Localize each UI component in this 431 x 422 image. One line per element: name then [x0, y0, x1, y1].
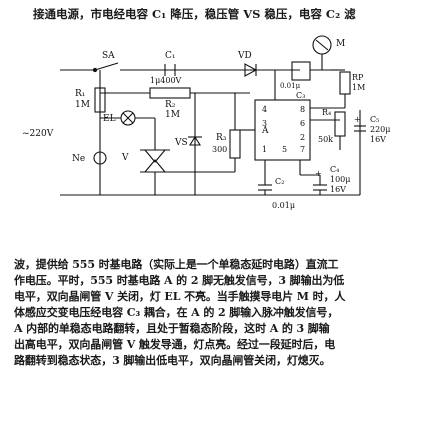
circuit-diagram: SA C₁ 1μ400V VD M R₁ 1M R₂ 1M EL VS V Ne…	[22, 35, 390, 210]
neon-lamp-ne	[93, 151, 107, 165]
label-c5-value1: 220μ	[370, 125, 390, 134]
label-c1: C₁	[165, 51, 176, 61]
label-rp-value: 1M	[352, 83, 365, 92]
label-c2-value: 0.01μ	[272, 201, 295, 210]
label-vs: VS	[174, 138, 188, 148]
body-line-2: 作电压。平时，555 时基电路 A 的 2 脚无触发信号，3 脚输出为低	[14, 274, 345, 287]
resistor-r2	[149, 87, 191, 99]
body-line-6: 出高电平，双向晶闸管 V 触发导通，灯点亮。经过一段延时后，电	[14, 338, 336, 351]
body-line-5: A 内部的单稳态电路翻转，且处于暂稳态阶段，这时 A 的 3 脚输	[14, 322, 330, 335]
label-pin6: 6	[300, 119, 305, 128]
label-c4-value2: 16V	[330, 185, 346, 194]
label-plus-c5: +	[354, 115, 361, 124]
label-r2: R₂	[165, 100, 176, 110]
label-ne: Ne	[72, 154, 85, 164]
label-c5: C₅	[370, 115, 379, 124]
label-r1-value: 1M	[75, 100, 90, 110]
capacitor-c3-top-box	[291, 61, 311, 81]
resistor-rp	[339, 71, 351, 95]
body-text: 波，提供给 555 时基电路（实际上是一个单稳态延时电路）直流工 作电压。平时，…	[0, 257, 431, 369]
switch-sa-blade	[94, 62, 119, 71]
body-line-3: 电平，双向晶闸管 V 关闭，灯 EL 不亮。当手触摸导电片 M 时，人	[14, 290, 346, 303]
label-c3-top: C₃	[296, 91, 305, 100]
label-pin1: 1	[262, 145, 267, 154]
label-vd: VD	[237, 51, 252, 61]
body-line-1: 波，提供给 555 时基电路（实际上是一个单稳态延时电路）直流工	[14, 258, 339, 271]
label-r2-value: 1M	[165, 110, 180, 120]
resistor-r4	[334, 111, 346, 137]
body-line-4: 体感应交变电压经电容 C₃ 耦合，在 A 的 2 脚输入脉冲触发信号，	[14, 306, 339, 319]
label-v: V	[121, 153, 129, 163]
label-r3: R₃	[216, 133, 227, 143]
label-pin7: 7	[300, 145, 305, 154]
label-c1-value: 1μ400V	[150, 76, 182, 85]
intro-text-line: 接通电源，市电经电容 C₁ 降压，稳压管 VS 稳压，电容 C₂ 滤	[33, 7, 356, 21]
label-c4: C₄	[330, 165, 339, 174]
label-el: EL	[103, 114, 116, 124]
label-pin5: 5	[282, 145, 287, 154]
label-chip-a: A	[261, 126, 269, 136]
zener-vs	[189, 135, 201, 146]
label-pin2: 2	[300, 133, 305, 142]
label-c2: C₂	[275, 177, 284, 186]
label-r4-value: 50k	[318, 135, 333, 144]
label-c5-value2: 16V	[370, 135, 386, 144]
body-line-7: 路翻转到稳态状态，3 脚输出低电平，双向晶闸管关闭，灯熄灭。	[14, 354, 331, 367]
resistor-r3	[229, 129, 241, 159]
label-supply: ~220V	[22, 129, 54, 139]
label-r4: R₄	[322, 108, 331, 117]
label-rp: RP	[352, 73, 364, 82]
label-pin3: 3	[262, 119, 267, 128]
label-c4-value1: 100μ	[330, 175, 350, 184]
label-r1: R₁	[75, 89, 85, 99]
label-sa: SA	[102, 51, 115, 61]
label-r3-value: 300	[212, 145, 227, 154]
resistor-r1	[94, 87, 106, 113]
label-pin4: 4	[262, 105, 267, 114]
label-c3-top-value: 0.01μ	[280, 82, 301, 90]
label-m: M	[336, 39, 345, 49]
diode-vd	[244, 63, 258, 77]
label-pin8: 8	[300, 105, 305, 114]
label-plus-c4: +	[315, 169, 322, 178]
